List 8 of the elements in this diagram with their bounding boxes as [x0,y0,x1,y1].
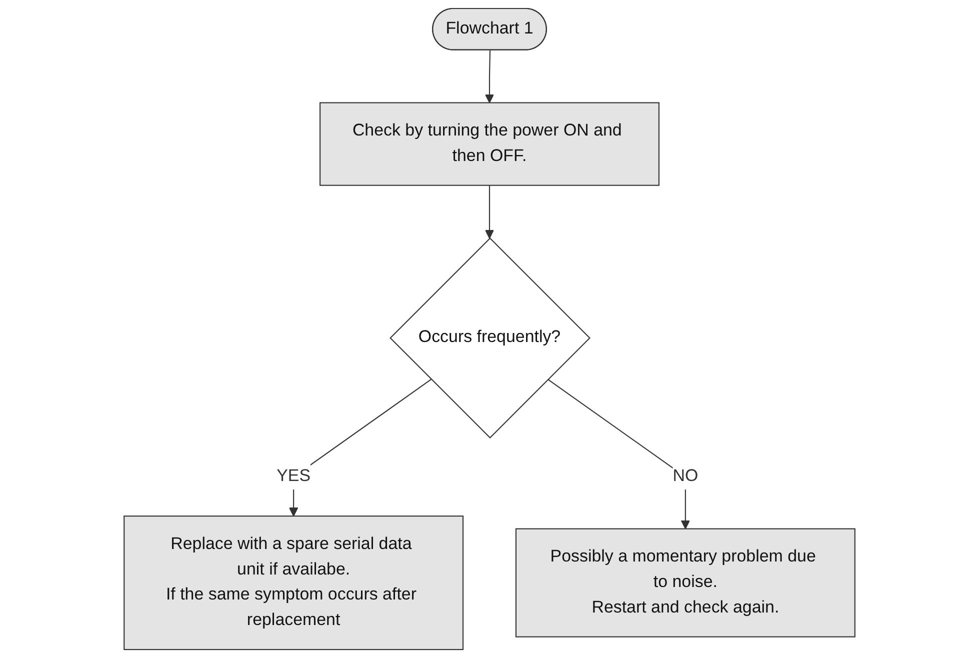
node-box: Possibly a momentary problem due to noise. Restart and check again. [515,528,856,638]
edge-label: NO [672,467,698,486]
node-box: Check by turning the power ON and then OFF. [320,102,660,186]
edge-label: YES [276,467,311,486]
node-box: Replace with a spare serial data unit if availabe. If the same symptom occurs after replacement [124,516,464,650]
arrow [484,50,494,104]
node-diamond: Occurs frequently? [390,238,590,438]
arrow [484,185,494,239]
